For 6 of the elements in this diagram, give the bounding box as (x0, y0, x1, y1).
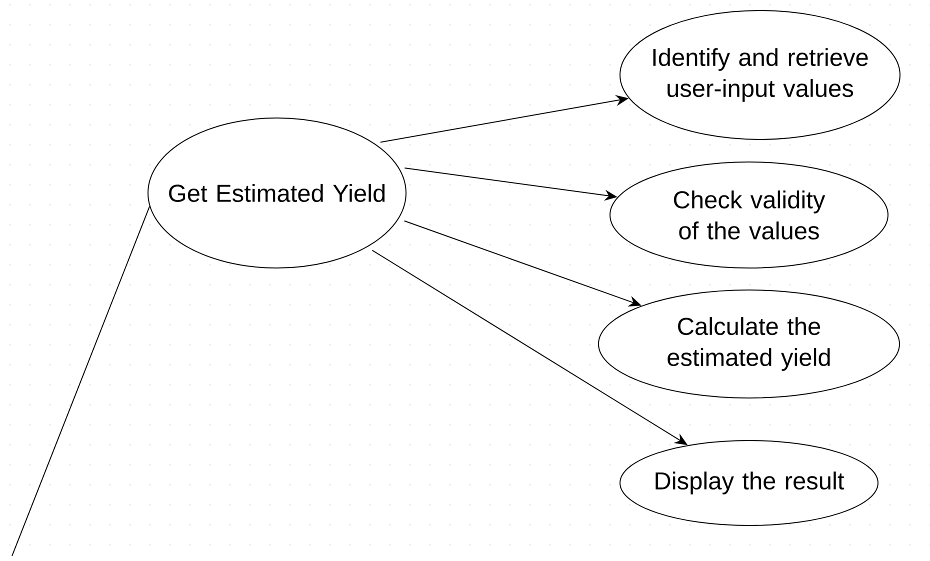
ellipse-node: Get Estimated Yield (148, 118, 406, 268)
ellipse-node: Calculate the estimated yield (598, 290, 900, 398)
ellipse-node: Identify and retrieve user-input values (620, 10, 900, 140)
ellipse-node: Display the result (620, 440, 878, 526)
line (12, 206, 150, 556)
ellipse-node: Check validity of the values (610, 162, 888, 268)
